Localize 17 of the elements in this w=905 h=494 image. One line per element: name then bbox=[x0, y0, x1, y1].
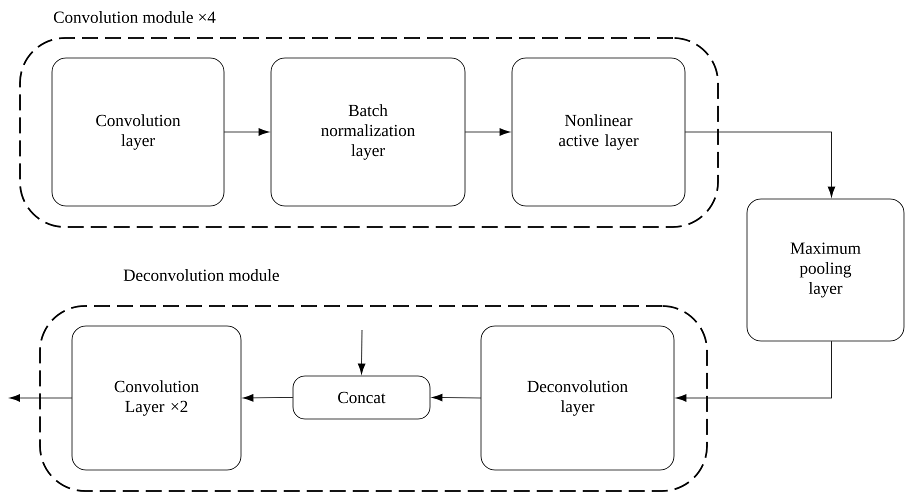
layer-box: Deconvolution layer bbox=[480, 326, 674, 470]
arrow bbox=[224, 128, 270, 136]
layer-box: Batch normalization layer bbox=[270, 58, 466, 206]
arrow bbox=[9, 394, 72, 402]
layer-box: Nonlinear active layer bbox=[512, 58, 686, 206]
layer-box: Convolution Layer ×2 bbox=[72, 326, 242, 470]
module-title: Convolution module ×4 bbox=[54, 11, 216, 23]
layer-box: Convolution layer bbox=[52, 58, 224, 206]
arrow bbox=[242, 394, 293, 402]
arrow bbox=[685, 132, 836, 198]
concat-box: Concat bbox=[292, 376, 430, 420]
arrow bbox=[676, 341, 832, 402]
arrow bbox=[465, 128, 510, 136]
arrow bbox=[358, 330, 366, 374]
arrow bbox=[432, 394, 481, 402]
module-title: Deconvolution module bbox=[124, 269, 279, 281]
layer-box: Maximum pooling layer bbox=[746, 198, 904, 342]
